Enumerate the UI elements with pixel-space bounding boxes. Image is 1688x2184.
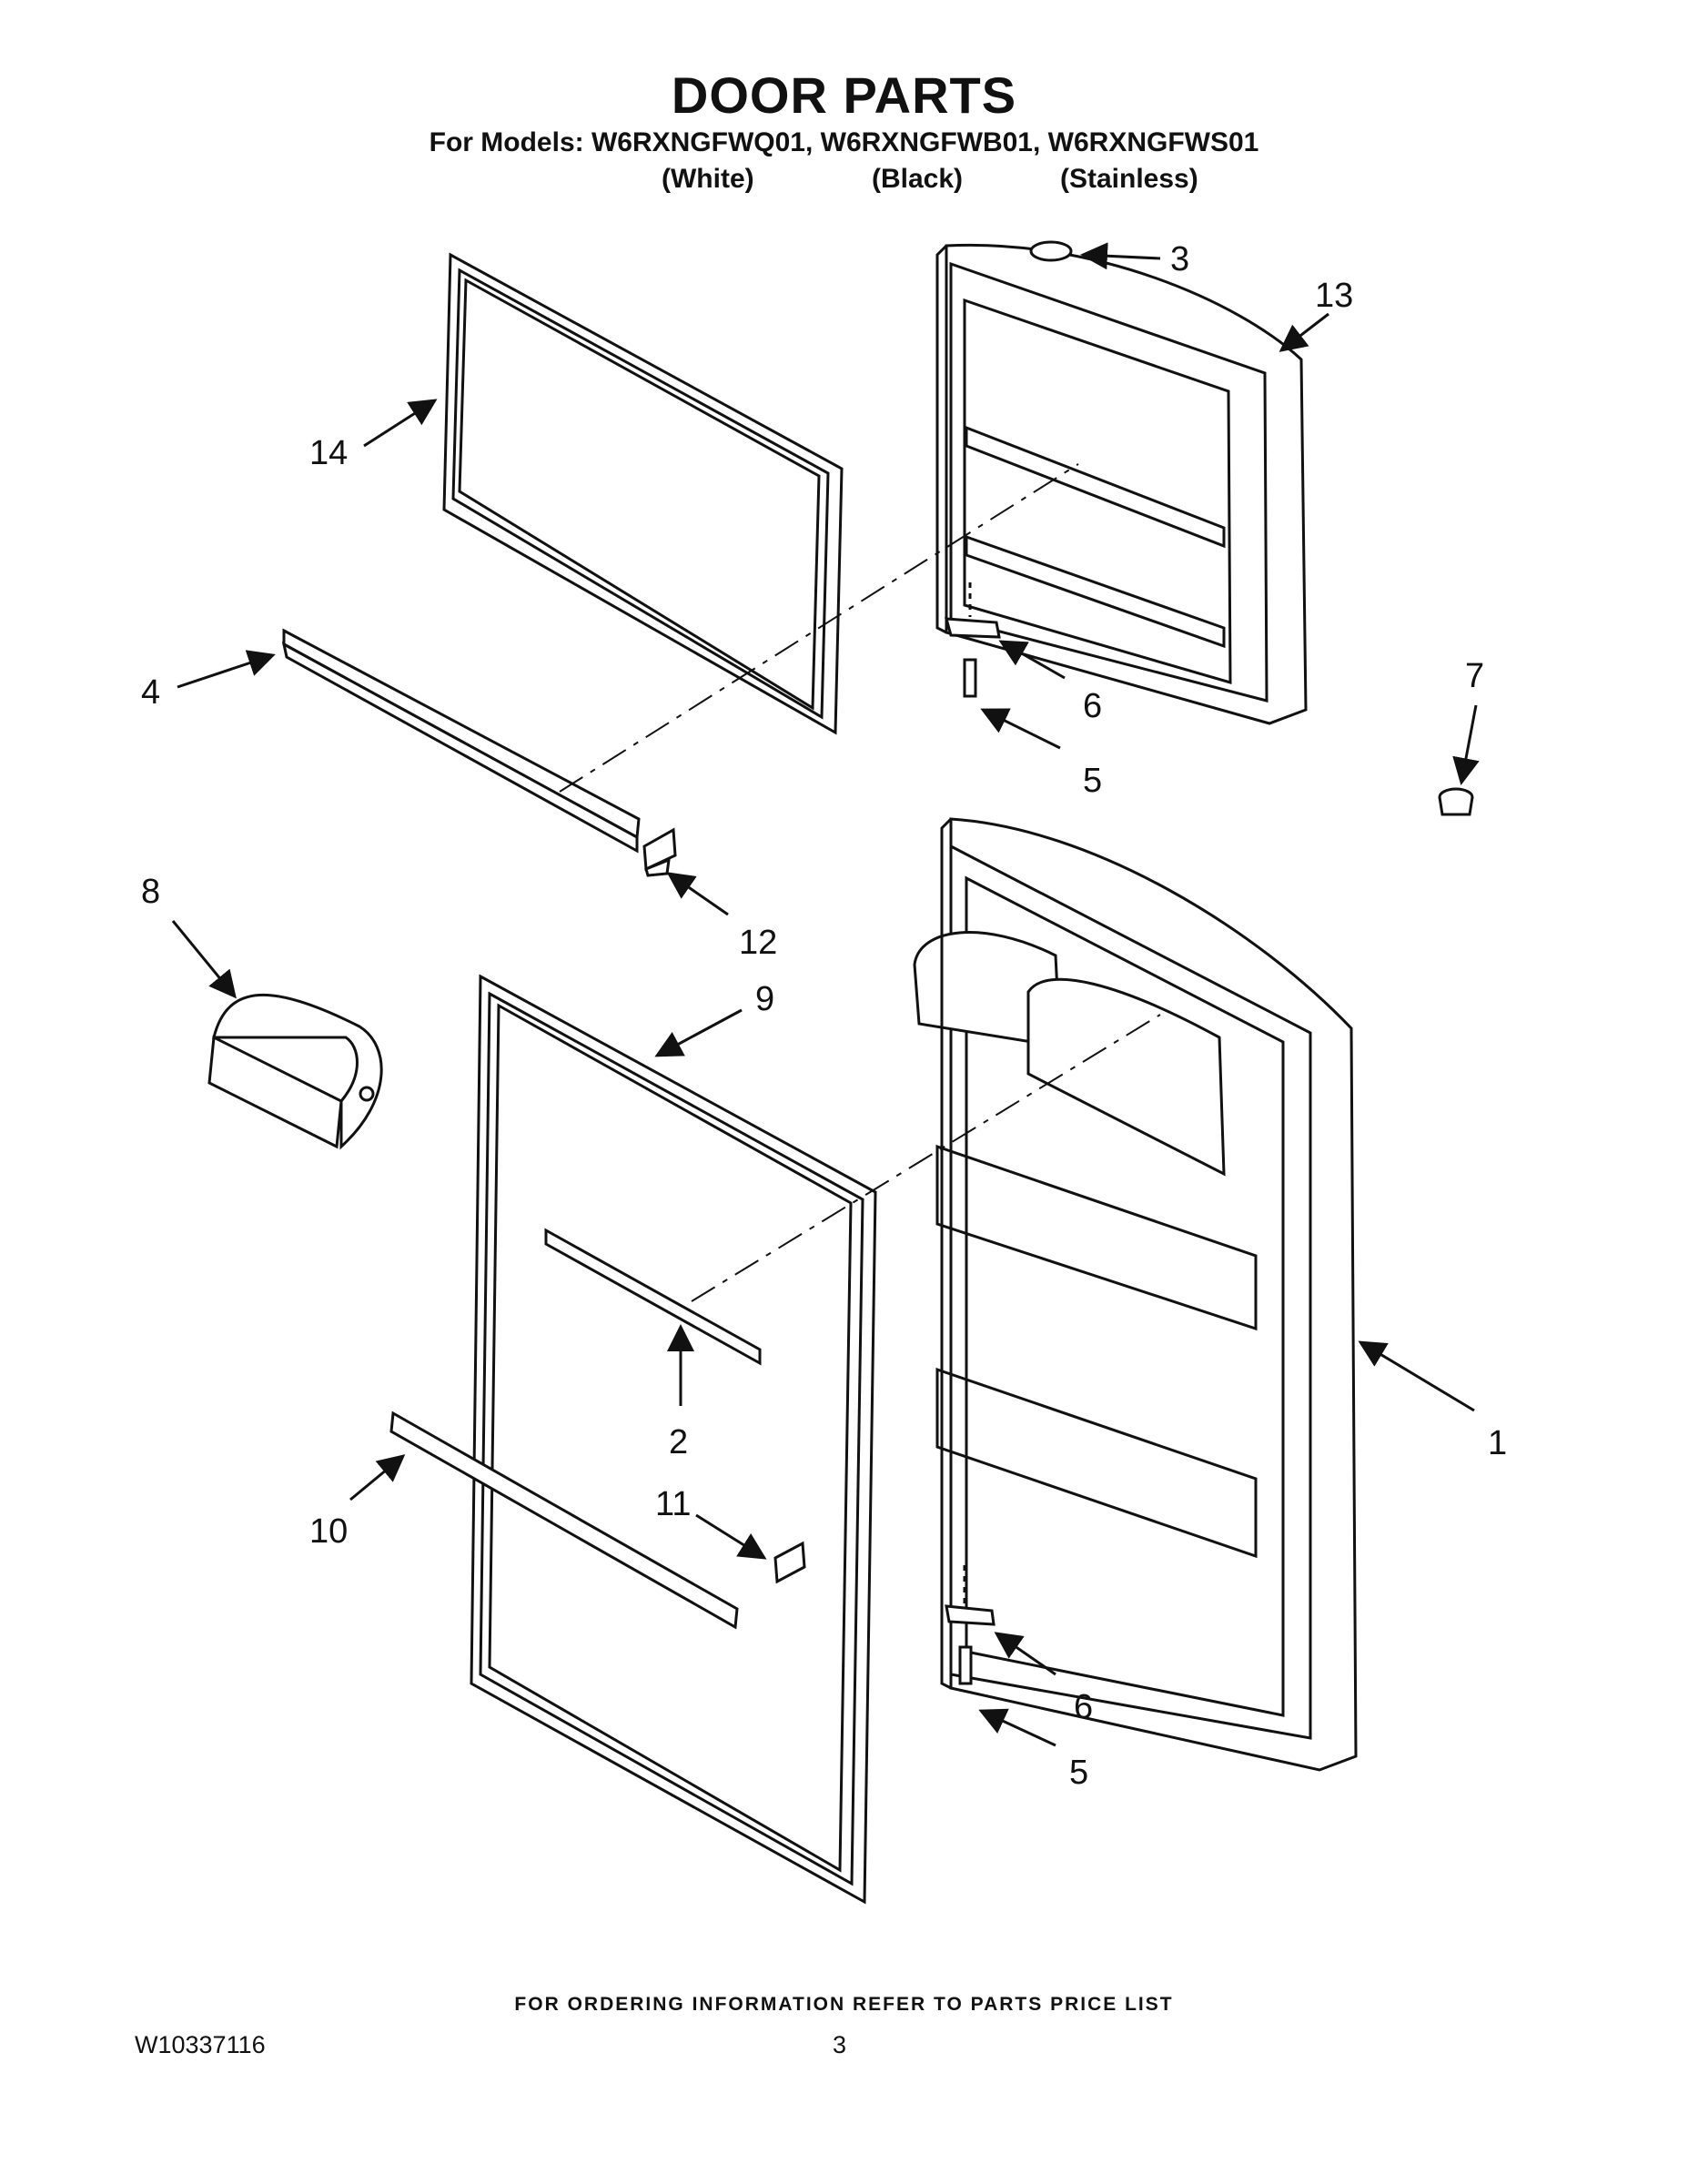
models-line: For Models: W6RXNGFWQ01, W6RXNGFWB01, W6… — [429, 127, 1259, 157]
upper-hinge-hardware-drawing — [944, 582, 1001, 698]
callout-5-upper: 5 — [1083, 762, 1102, 800]
dairy-door-drawing — [207, 993, 383, 1150]
center-retainer-strip-drawing — [544, 1228, 762, 1366]
leader-3 — [1080, 242, 1161, 270]
leader-4 — [177, 650, 276, 689]
leader-10 — [349, 1454, 406, 1502]
leader-6-upper — [998, 640, 1066, 680]
leader-8 — [171, 920, 237, 999]
page-title: DOOR PARTS — [671, 66, 1017, 124]
lower-hinge-hardware-drawing — [945, 1565, 996, 1685]
callout-3: 3 — [1170, 240, 1189, 278]
callout-6-upper: 6 — [1083, 687, 1102, 725]
retainer-clip-freezer-drawing — [642, 827, 677, 877]
lower-retainer-strip-drawing — [389, 1410, 739, 1630]
freezer-door-plug-drawing — [1029, 240, 1073, 262]
callout-4: 4 — [141, 673, 160, 712]
freezer-door-drawing — [935, 240, 1308, 725]
refrigerator-gasket-drawing — [470, 974, 877, 1905]
callout-numbers: 3 13 14 4 6 5 7 12 8 9 2 10 11 1 6 5 — [141, 240, 1507, 1792]
callout-11: 11 — [655, 1485, 691, 1523]
alignment-lines — [559, 463, 1161, 1302]
page-number: 3 — [833, 2031, 847, 2058]
callout-8: 8 — [141, 873, 160, 911]
leader-12 — [666, 872, 729, 916]
callout-14: 14 — [309, 434, 348, 472]
hole-plug-drawing — [1438, 787, 1474, 816]
leader-9 — [654, 1008, 743, 1057]
leader-13 — [1279, 312, 1329, 352]
freezer-retainer-strip-drawing — [281, 628, 641, 854]
leader-5-upper — [980, 708, 1061, 750]
callout-6-lower: 6 — [1074, 1688, 1093, 1726]
freezer-gasket-drawing — [442, 252, 844, 735]
leader-14 — [363, 399, 438, 448]
refrigerator-door-drawing — [913, 817, 1358, 1772]
color-stainless-label: (Stainless) — [1060, 164, 1198, 194]
callout-13: 13 — [1315, 277, 1353, 315]
callout-12: 12 — [739, 924, 777, 962]
leader-7 — [1452, 704, 1480, 785]
callout-9: 9 — [755, 980, 774, 1018]
leader-1 — [1358, 1340, 1475, 1412]
callout-leaders — [171, 242, 1480, 1747]
color-white-label: (White) — [662, 164, 754, 194]
callout-10: 10 — [309, 1512, 348, 1551]
leader-6-lower — [994, 1632, 1056, 1676]
retainer-clip-refrigerator-drawing — [773, 1541, 806, 1584]
leader-5-lower — [978, 1708, 1056, 1747]
leader-11 — [695, 1513, 767, 1560]
callout-7: 7 — [1465, 657, 1484, 695]
document-number: W10337116 — [135, 2031, 266, 2058]
callout-5-lower: 5 — [1069, 1754, 1088, 1792]
callout-2: 2 — [669, 1423, 688, 1461]
ordering-note: FOR ORDERING INFORMATION REFER TO PARTS … — [514, 1994, 1174, 2015]
callout-1: 1 — [1488, 1424, 1507, 1462]
color-black-label: (Black) — [872, 164, 964, 194]
